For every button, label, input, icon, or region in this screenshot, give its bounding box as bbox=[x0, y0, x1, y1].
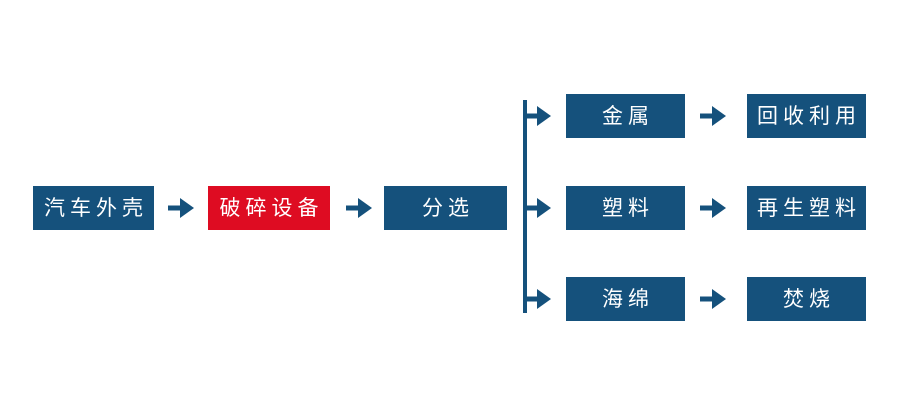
node-crusher: 破碎设备 bbox=[208, 186, 330, 230]
node-sponge-label: 海绵 bbox=[602, 287, 654, 311]
arrow-right-icon bbox=[525, 106, 551, 126]
node-metal: 金属 bbox=[566, 94, 685, 138]
node-sorting: 分选 bbox=[384, 186, 507, 230]
node-incineration-label: 焚烧 bbox=[783, 287, 835, 311]
node-recycled-plastic: 再生塑料 bbox=[747, 186, 866, 230]
node-plastic: 塑料 bbox=[566, 186, 685, 230]
arrow-right-icon bbox=[346, 198, 372, 218]
node-sponge: 海绵 bbox=[566, 277, 685, 321]
node-plastic-label: 塑料 bbox=[602, 196, 654, 220]
arrow-right-icon bbox=[525, 198, 551, 218]
node-metal-label: 金属 bbox=[602, 104, 654, 128]
arrow-right-icon bbox=[525, 289, 551, 309]
arrow-right-icon bbox=[700, 289, 726, 309]
arrow-right-icon bbox=[700, 106, 726, 126]
node-incineration: 焚烧 bbox=[747, 277, 866, 321]
node-recycled-plastic-label: 再生塑料 bbox=[757, 196, 861, 220]
node-crusher-label: 破碎设备 bbox=[219, 196, 324, 220]
node-car-shell-label: 汽车外壳 bbox=[44, 196, 148, 220]
node-recycle-reuse: 回收利用 bbox=[747, 94, 866, 138]
node-sorting-label: 分选 bbox=[422, 196, 474, 220]
arrow-right-icon bbox=[168, 198, 194, 218]
arrow-right-icon bbox=[700, 198, 726, 218]
node-car-shell: 汽车外壳 bbox=[33, 186, 154, 230]
node-recycle-reuse-label: 回收利用 bbox=[757, 104, 861, 128]
